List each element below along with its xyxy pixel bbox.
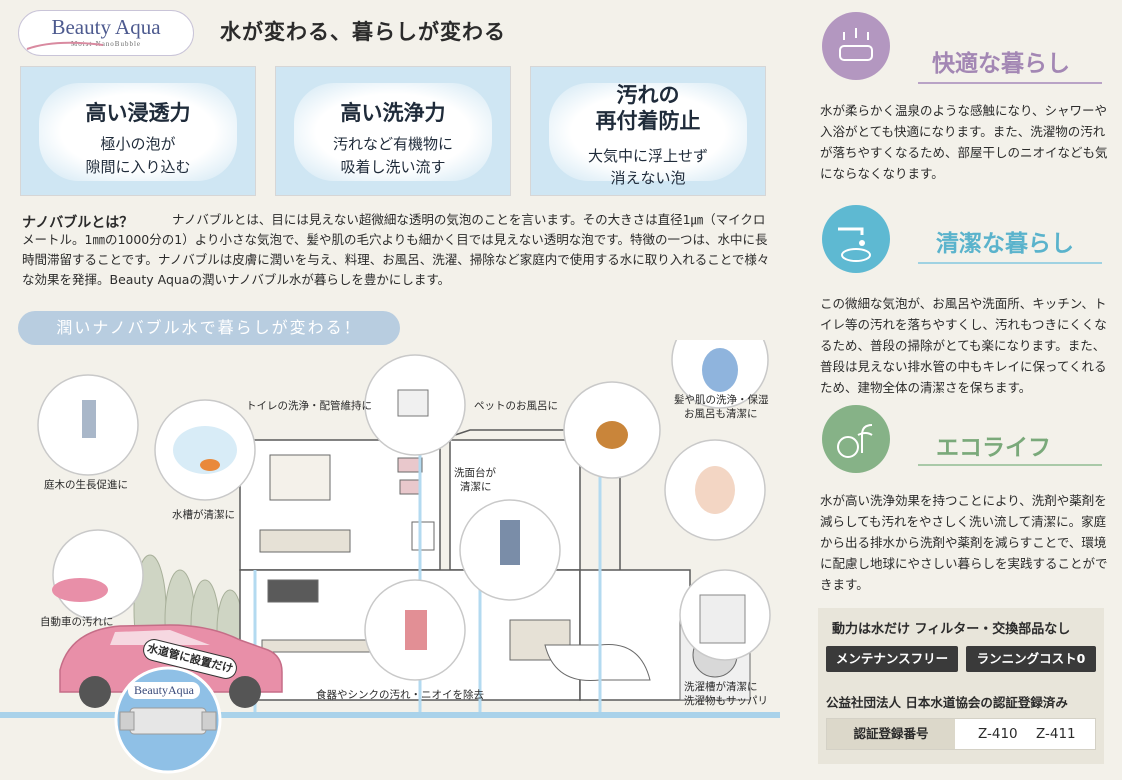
feature-desc-line: 大気中に浮上せず [587, 147, 708, 165]
clean-icon [822, 205, 890, 273]
side-rule [918, 464, 1102, 466]
label-sink-line: 清潔に [460, 481, 492, 493]
side-text-comfort: 水が柔らかく温泉のような感触になり、シャワーや入浴がとても快適になります。また、… [820, 103, 1108, 181]
logo-brand-text: Beauty Aqua [51, 15, 161, 39]
label-kitchen: 食器やシンクの汚れ・ニオイを除去 [316, 689, 484, 701]
feature-desc-line: 隙間に入り込む [85, 158, 191, 176]
label-toilet: トイレの洗浄・配管維持に [246, 400, 372, 412]
label-aquarium: 水槽が清潔に [172, 509, 235, 521]
brand-logo: Beauty Aqua Moist-NanoBubble [18, 10, 194, 56]
house-illustration [0, 340, 780, 774]
side-text-eco: 水が高い洗浄効果を持つことにより、洗剤や薬剤を減らしても汚れをやさしく洗い流して… [820, 493, 1108, 592]
spec-line: 動力は水だけ フィルター・交換部品なし [832, 622, 1071, 637]
side-title-clean: 清潔な暮らし [936, 231, 1074, 257]
label-sink-line: 洗面台が [454, 467, 496, 479]
feature-card-penetration: 高い浸透力 極小の泡が 隙間に入り込む [20, 66, 256, 196]
feature-title: 高い浸透力 [85, 101, 191, 125]
comfort-icon [822, 12, 890, 80]
registration-label: 認証登録番号 [827, 719, 955, 749]
side-rule [918, 262, 1102, 264]
feature-title-line: 再付着防止 [595, 109, 701, 133]
maintenance-free-badge: メンテナンスフリー [826, 646, 958, 672]
label-laundry-line: 洗濯物もサッパリ [684, 695, 768, 707]
device-brand-label: BeautyAqua [128, 682, 200, 699]
logo-swoosh-icon [26, 41, 104, 50]
feature-desc-line: 汚れなど有機物に [332, 135, 453, 153]
logo-tagline: Moist-NanoBubble [70, 40, 142, 48]
feature-desc-line: 吸着し洗い流す [340, 158, 446, 176]
label-hair-line: 髪や肌の洗浄・保湿 [674, 394, 769, 406]
registration-number: Z-411 [1036, 726, 1076, 742]
page-headline: 水が変わる、暮らしが変わる [220, 20, 506, 44]
feature-title: 高い洗浄力 [340, 101, 446, 125]
label-garden: 庭木の生長促進に [44, 479, 128, 491]
intro-heading: ナノバブルとは？ [22, 215, 134, 231]
side-rule [918, 82, 1102, 84]
section-banner: 潤いナノバブル水で暮らしが変わる！ [18, 311, 400, 345]
eco-icon [822, 405, 890, 473]
side-text-clean: この微細な気泡が、お風呂や洗面所、キッチン、トイレ等の汚れを落ちやすくし、汚れも… [820, 296, 1107, 395]
label-laundry-line: 洗濯槽が清潔に [684, 681, 758, 693]
label-hair-line: お風呂も清潔に [684, 408, 758, 420]
feature-card-cleaning: 高い洗浄力 汚れなど有機物に 吸着し洗い流す [275, 66, 511, 196]
feature-desc-line: 極小の泡が [100, 135, 176, 153]
intro-text: ナノバブルとは、目には見えない超微細な透明の気泡のことを言います。その大きさは直… [22, 212, 770, 287]
label-car: 自動車の汚れに [40, 616, 114, 628]
running-cost-badge: ランニングコスト0 [966, 646, 1096, 672]
side-title-comfort: 快適な暮らし [932, 51, 1070, 77]
feature-title-line: 汚れの [616, 83, 680, 107]
feature-desc-line: 消えない泡 [610, 169, 686, 187]
certification-text: 公益社団法人 日本水道協会の認証登録済み [826, 695, 1068, 710]
registration-number: Z-410 [978, 726, 1018, 742]
label-pet: ペットのお風呂に [474, 400, 558, 412]
feature-card-antifouling: 汚れの 再付着防止 大気中に浮上せず 消えない泡 [530, 66, 766, 196]
side-title-eco: エコライフ [936, 435, 1051, 461]
